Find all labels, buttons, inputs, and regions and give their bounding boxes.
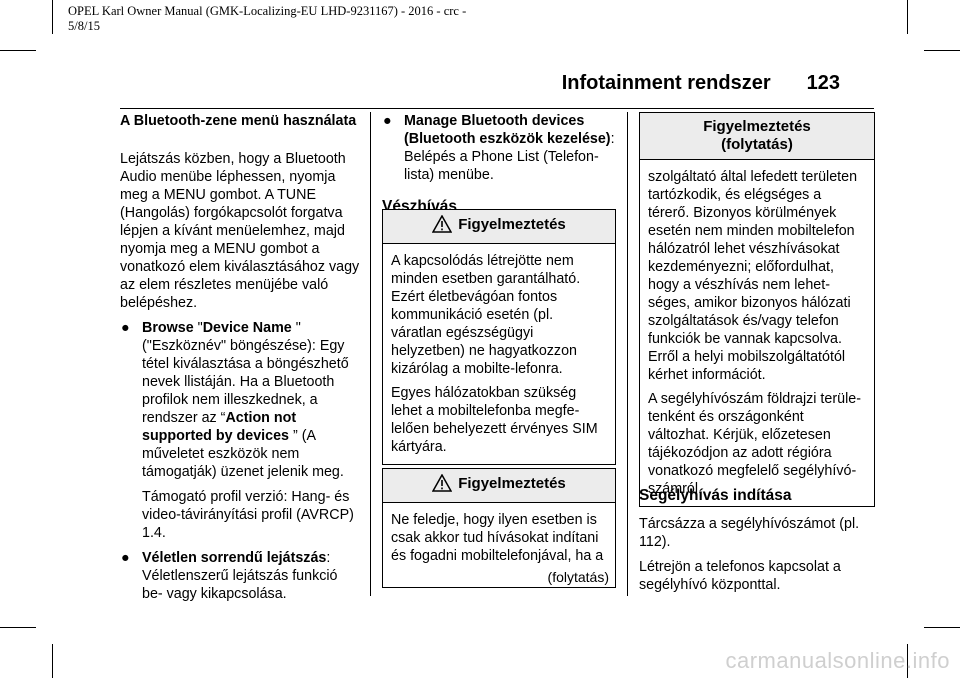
crop-mark-top-left-h [0,50,36,51]
warning-box-cont-subtitle: (folytatás) [721,136,793,153]
warning-box-cont-header: Figyelmeztetés (folytatás) [640,113,874,160]
bullet-manage-text: : Belépés a Phone List (Telefon-lista) m… [404,131,615,183]
col3-subheading: Segélyhívás indítása [639,487,792,504]
bullet-browse-text-1: " [193,320,203,336]
col3-p2: Létrejön a telefonos kapcsolat a segélyh… [639,559,841,593]
crop-mark-bottom-right-v [907,644,908,678]
warning-box-1-p2: Egyes hálózatokban szükség lehet a mobil… [391,385,598,455]
warning-box-1-p1: A kapcsolódás létrejötte nem minden eset… [391,253,581,377]
column-divider-1 [370,112,371,596]
bullet-browse-action-msg: Action not supported by devices [142,410,297,444]
column-1: A Bluetooth-zene menü használata Lejátsz… [120,112,360,610]
column-divider-2 [627,112,628,596]
print-header-line-1: OPEL Karl Owner Manual (GMK-Localizing-E… [68,4,467,18]
warning-box-1-body: A kapcsolódás létrejötte nem minden eset… [383,244,615,464]
warning-box-2-p1: Ne feledje, hogy ilyen esetben is csak a… [391,512,604,564]
column-2: ● Manage Bluetooth devices (Bluetooth es… [382,112,616,223]
watermark: carmanualsonline.info [725,648,950,673]
crop-mark-bottom-right-h [924,627,960,628]
crop-mark-top-right-h [924,50,960,51]
crop-mark-bottom-left-v [52,644,53,678]
crop-mark-top-right-v [907,0,908,34]
bullet-shuffle-text: : Véletlenszerű lejátszás funkció be- va… [142,550,338,602]
bullet-shuffle-term: Véletlen sorrendű lejátszás [142,550,327,566]
warning-box-cont-title: Figyelmeztetés [703,118,811,135]
section-title-text: Infotainment rendszer [561,72,771,94]
warning-box-cont-p2: A segélyhívószám földrajzi terüle-tenkén… [648,391,861,497]
section-title: Infotainment rendszer 123 [562,72,840,95]
header-rule [120,108,874,109]
warning-box-2-header: Figyelmeztetés [383,469,615,503]
bullet-manage-term: Manage Bluetooth devices (Bluetooth eszk… [404,113,611,147]
warning-box-2-title: Figyelmeztetés [458,475,566,492]
page-number: 123 [806,72,840,94]
bullet-dot: ● [121,550,130,566]
crop-mark-top-left-v [52,0,53,34]
warning-box-2: Figyelmeztetés Ne feledje, hogy ilyen es… [382,468,616,588]
col2-bullet-manage: ● Manage Bluetooth devices (Bluetooth es… [382,112,616,184]
print-header-line-2: 5/8/15 [68,19,100,33]
bullet-browse-text-3: ” (A műveletet eszközök nem támogatják) … [142,428,344,480]
warning-triangle-icon [431,473,453,497]
warning-box-1-title: Figyelmeztetés [458,216,566,233]
bullet-browse-device-name: Device Name [202,320,292,336]
col3-p1: Tárcsázza a segélyhívószámot (pl. 112). [639,516,860,550]
warning-box-2-continued: (folytatás) [547,569,609,585]
bullet-dot: ● [383,113,392,129]
col1-bullet-browse: ● Browse "Device Name " ("Eszköznév" bön… [120,319,360,481]
col1-intro: Lejátszás közben, hogy a Bluetooth Audio… [120,151,360,311]
col1-heading: A Bluetooth-zene menü használata [120,113,357,129]
column-3-text: Segélyhívás indítása Tárcsázza a segélyh… [639,487,873,601]
warning-box-cont: Figyelmeztetés (folytatás) szolgáltató á… [639,112,875,507]
warning-box-1-header: Figyelmeztetés [383,210,615,244]
bullet-browse-text-2: " ("Eszköznév" böngészése): Egy tétel ki… [142,320,349,426]
warning-box-cont-body: szolgáltató által lefedett területen tar… [640,160,874,506]
print-header: OPEL Karl Owner Manual (GMK-Localizing-E… [68,4,488,34]
col1-bullet-shuffle: ● Véletlen sorrendű lejátszás: Véletlens… [120,549,360,603]
crop-mark-bottom-left-h [0,627,36,628]
col1-bullet-browse-sub: Támogató profil verzió: Hang- és video-t… [142,489,354,541]
bullet-browse-term: Browse [142,320,194,336]
bullet-dot: ● [121,320,130,336]
warning-triangle-icon [431,214,453,238]
warning-box-1: Figyelmeztetés A kapcsolódás létrejötte … [382,209,616,465]
warning-box-2-body: Ne feledje, hogy ilyen esetben is csak a… [383,503,615,579]
warning-box-cont-p1: szolgáltató által lefedett területen tar… [648,169,858,383]
